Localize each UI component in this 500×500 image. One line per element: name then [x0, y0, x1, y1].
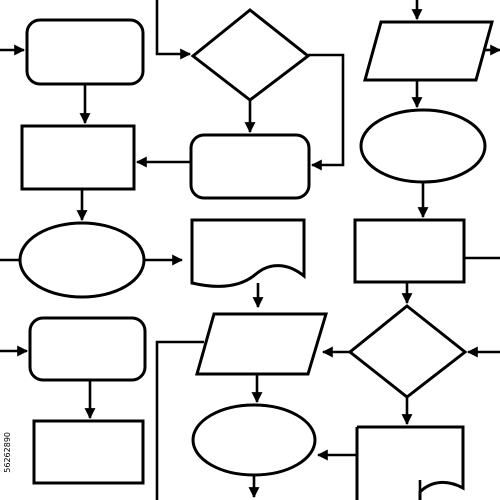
ellipse-3	[191, 403, 317, 477]
rounded-rect-1	[25, 18, 145, 86]
diamond-2	[347, 304, 468, 399]
ellipse-2	[18, 221, 146, 299]
rect-1	[20, 124, 136, 191]
ellipse-1	[359, 108, 487, 184]
parallelogram-1	[363, 20, 494, 82]
document-2	[355, 425, 465, 500]
rect-3	[32, 419, 145, 485]
rounded-rect-3	[28, 316, 147, 382]
connector-arrow	[308, 53, 345, 171]
diamond-1	[190, 8, 311, 102]
connector-line	[155, 340, 204, 500]
stock-id-text: 56262890	[3, 432, 12, 473]
rect-2	[353, 218, 466, 284]
parallelogram-2	[195, 312, 329, 376]
document-1	[190, 218, 306, 288]
connector-arrow	[155, 0, 192, 60]
rounded-rect-2	[189, 133, 311, 200]
